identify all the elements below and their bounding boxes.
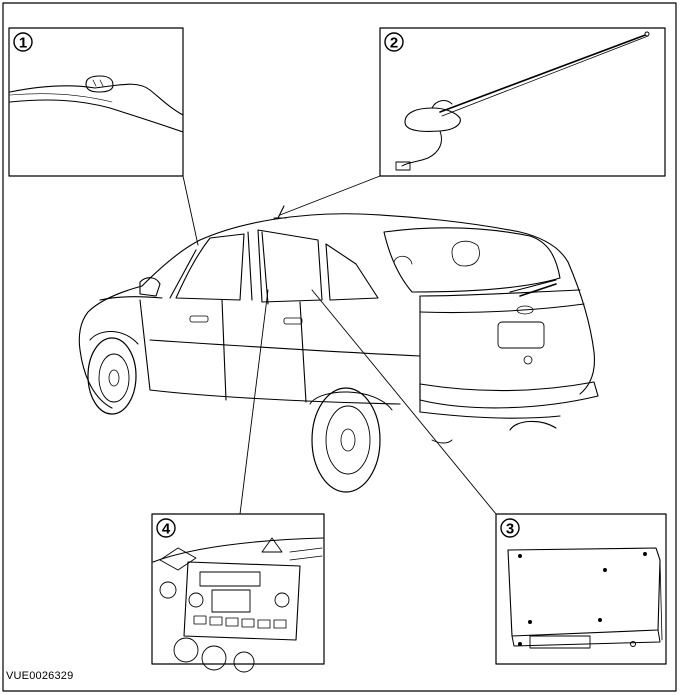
callout-number-1: 1 [19, 35, 27, 52]
callout-number-2: 2 [390, 35, 398, 52]
car-illustration [79, 206, 598, 492]
callout-panel-4: 4 [152, 514, 324, 672]
callout-panel-1: 1 [9, 28, 183, 176]
outer-border [3, 3, 676, 691]
callout-number-4: 4 [162, 521, 171, 538]
callout-panel-2: 2 [380, 28, 665, 176]
leader-lines [183, 176, 496, 514]
figure-reference-code: VUE0026329 [6, 670, 74, 682]
callout-number-3: 3 [506, 521, 514, 538]
callout-panel-3: 3 [496, 514, 666, 664]
